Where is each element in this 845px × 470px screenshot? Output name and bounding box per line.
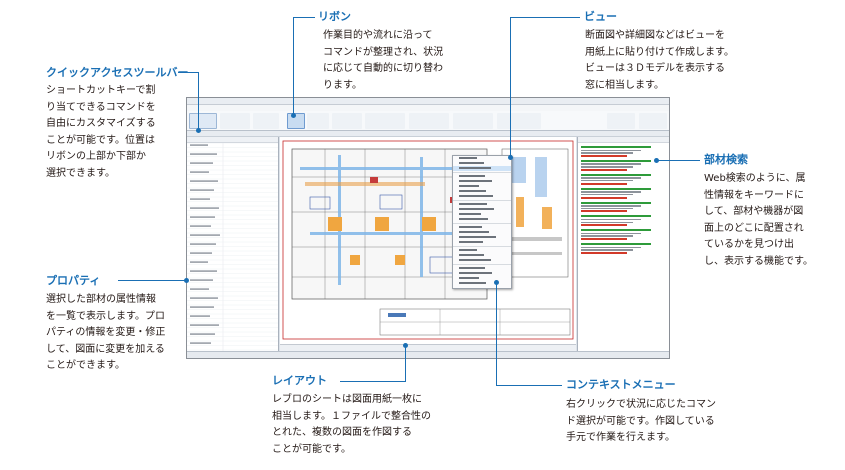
ribbon-button[interactable] <box>332 113 362 129</box>
search-result-item[interactable] <box>581 229 668 241</box>
properties-header <box>187 137 278 143</box>
ribbon-button[interactable] <box>639 113 667 129</box>
search-leader <box>656 160 700 161</box>
ribbon-desc: 作業目的や流れに沿って コマンドが整理され、状況 に応じて自動的に切り替わ りま… <box>323 30 444 91</box>
context-menu-item[interactable] <box>453 161 511 166</box>
context-menu-item[interactable] <box>453 174 511 179</box>
layout-title: レイアウト <box>272 374 327 387</box>
context-menu-item[interactable] <box>453 184 511 189</box>
menu-bar <box>187 105 669 111</box>
search-result-item[interactable] <box>581 159 668 171</box>
search-result-item[interactable] <box>581 243 668 254</box>
search-result-item[interactable] <box>581 215 668 227</box>
layout-leader-h <box>340 381 406 382</box>
search-result-item[interactable] <box>581 173 668 185</box>
context-menu-item[interactable] <box>453 156 511 161</box>
context-menu-item[interactable] <box>453 248 511 253</box>
ribbon-button[interactable] <box>409 113 449 129</box>
props-title: プロパティ <box>46 274 101 287</box>
search-results-list[interactable] <box>578 146 669 254</box>
props-marker <box>184 278 189 283</box>
context-menu-items[interactable] <box>453 156 511 286</box>
ribbon[interactable] <box>187 111 669 131</box>
ribbon-button[interactable] <box>453 113 493 129</box>
menu-separator <box>453 222 511 224</box>
ribbon-button[interactable] <box>307 113 329 129</box>
search-result-item[interactable] <box>581 146 668 157</box>
search-result-item[interactable] <box>581 201 668 213</box>
title-bar <box>187 98 669 105</box>
context-menu-item[interactable] <box>453 194 511 199</box>
ribbon-button[interactable] <box>287 113 305 129</box>
layout-sheet-canvas[interactable] <box>280 137 576 344</box>
context-leader <box>496 282 497 386</box>
context-menu-item[interactable] <box>453 253 511 258</box>
context-menu-item[interactable] <box>453 240 511 245</box>
context-menu-item[interactable] <box>453 217 511 222</box>
layout-desc: レブロのシートは図面用紙一枚に 相当します。１ファイルで整合性の とれた、複数の… <box>272 394 431 455</box>
qat-leader-h <box>178 72 199 73</box>
ribbon-marker <box>291 113 296 118</box>
context-menu-item[interactable] <box>453 271 511 276</box>
qat-title: クイックアクセスツールバー <box>46 66 189 79</box>
context-menu-item[interactable] <box>453 207 511 212</box>
context-menu[interactable] <box>452 155 512 289</box>
app-window-screenshot <box>186 97 670 359</box>
search-title: 部材検索 <box>704 153 748 166</box>
context-menu-item[interactable] <box>453 189 511 194</box>
view-leader <box>510 17 511 157</box>
view-desc: 断面図や詳細図などはビューを 用紙上に貼り付けて作成します。 ビューは３Ｄモデル… <box>585 30 734 91</box>
context-title: コンテキストメニュー <box>566 378 676 391</box>
menu-separator <box>453 245 511 247</box>
context-leader-h <box>496 385 562 386</box>
ribbon-button[interactable] <box>189 113 217 129</box>
detail-view[interactable] <box>501 148 569 278</box>
status-bar <box>187 351 669 358</box>
search-desc: Web検索のように、属 性情報をキーワードに して、部材や機器が図 面上のどこに… <box>704 173 813 267</box>
properties-grid[interactable] <box>187 142 279 351</box>
qat-marker <box>196 128 201 133</box>
ribbon-button[interactable] <box>220 113 250 129</box>
context-menu-item[interactable] <box>453 235 511 240</box>
ribbon-button[interactable] <box>365 113 405 129</box>
ribbon-button[interactable] <box>253 113 279 129</box>
props-leader <box>118 280 186 281</box>
search-header <box>578 137 669 143</box>
ribbon-button[interactable] <box>497 113 541 129</box>
context-menu-item[interactable] <box>453 179 511 184</box>
qat-leader <box>198 72 199 130</box>
title-block <box>379 308 571 336</box>
context-menu-item[interactable] <box>453 230 511 235</box>
menu-separator <box>453 199 511 201</box>
context-desc: 右クリックで状況に応じたコマン ド選択が可能です。作図している 手元で作業を行え… <box>566 399 716 443</box>
context-menu-item[interactable] <box>453 276 511 281</box>
search-result-item[interactable] <box>581 187 668 199</box>
context-menu-item[interactable] <box>453 281 511 286</box>
qat-desc: ショートカットキーで割 り当てできるコマンドを 自由にカスタマイズする ことが可… <box>46 85 156 179</box>
view-marker <box>508 155 513 160</box>
part-search-panel[interactable] <box>577 137 669 351</box>
ribbon-leader-h <box>293 17 315 18</box>
props-desc: 選択した部材の属性情報 を一覧で表示します。プロ パティの情報を変更・修正 して… <box>46 294 166 371</box>
ribbon-leader <box>293 17 294 114</box>
context-menu-item[interactable] <box>453 212 511 217</box>
context-menu-item[interactable] <box>453 266 511 271</box>
view-leader-h <box>510 17 580 18</box>
view-title: ビュー <box>584 10 617 23</box>
context-menu-item[interactable] <box>453 258 511 263</box>
properties-panel[interactable] <box>187 137 279 351</box>
layout-leader <box>405 345 406 382</box>
layout-sheet-tabs[interactable] <box>280 344 576 358</box>
ribbon-title: リボン <box>318 10 351 23</box>
context-menu-item[interactable] <box>453 166 511 171</box>
ribbon-button[interactable] <box>607 113 635 129</box>
drawing-sheet[interactable] <box>280 137 576 344</box>
menu-separator <box>453 171 511 173</box>
menu-separator <box>453 263 511 265</box>
context-menu-item[interactable] <box>453 225 511 230</box>
context-menu-item[interactable] <box>453 202 511 207</box>
